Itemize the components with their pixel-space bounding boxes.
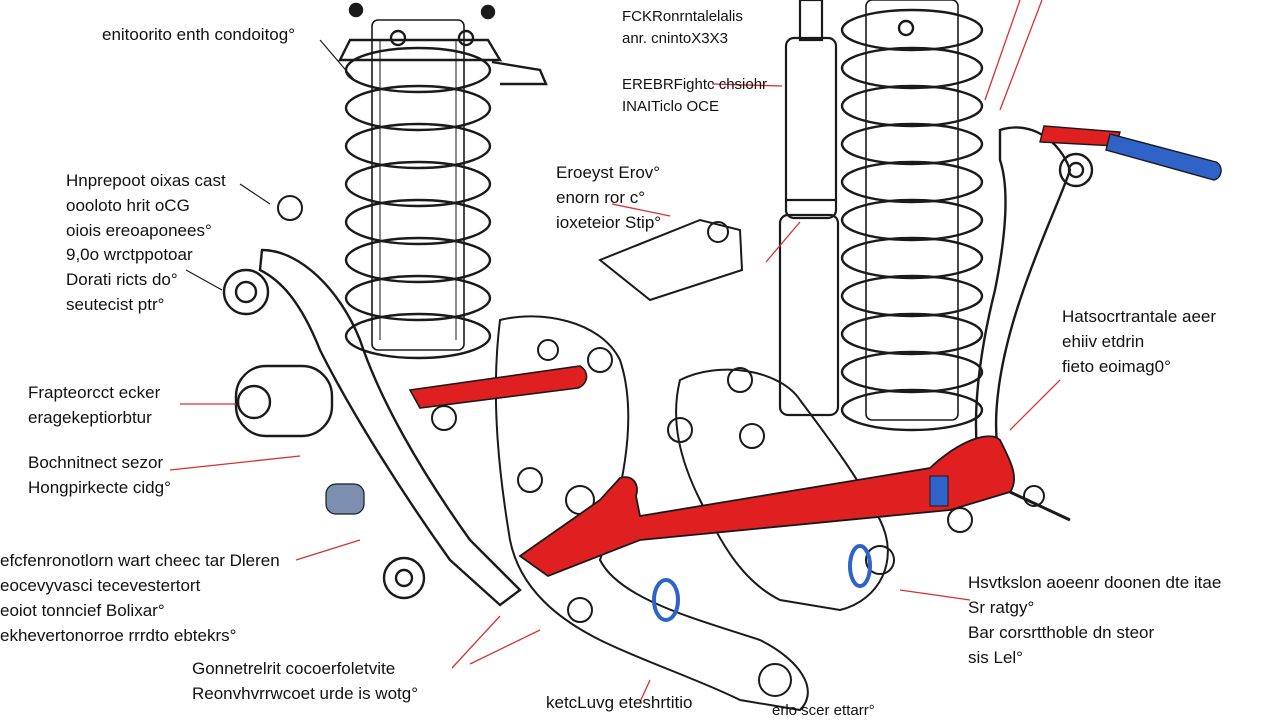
right-control-arm [974,126,1094,472]
label-line: INAITiclo OCE [622,98,719,115]
label-line: eoiot tonncief Bolixar° [0,601,165,620]
label-line: Dorati ricts do° [66,270,178,289]
label-line: anr. cnintoX3X3 [622,30,728,47]
black-leader-lines [185,39,357,291]
label-line: FCKRonrntalelalis [622,8,743,25]
label-bottom-mid-b: erlo scer ettarr° [772,700,875,722]
label-line: Hnprepoot oixas cast [66,171,226,190]
label-bottom-center: Gonnetrelrit cocoerfoletvite Reonvhvrrwc… [192,656,418,706]
label-line: ioxeteior Stip° [556,213,662,232]
label-line: 9,0o wrctppotoar [66,245,193,264]
label-top-center-b: EREBRFightc chsiohr INAITiclo OCE [622,74,767,118]
left-control-arm [222,248,522,607]
red-upper-link [408,365,588,409]
label-line: Bochnitnect sezor [28,453,164,472]
label-bottom-mid: ketcLuvg eteshrtitio [546,690,692,715]
leader-lines [169,0,1061,703]
knuckle-housing [277,195,973,712]
label-left-bottom: efcfenronotlorn wart cheec tar Dleren eo… [0,548,280,648]
label-line: fieto eoimag0° [1062,357,1171,376]
label-left-low-a: Frapteorcct ecker eragekeptiorbtur [28,380,160,430]
label-center-mid: Eroeyst Erov° enorn ror c° ioxeteior Sti… [556,160,661,235]
label-line: ekhevertonorroe rrrdto ebtekrs° [0,626,237,645]
label-line: enitoorito enth condoitog° [102,25,295,44]
label-line: ehiiv etdrin [1062,332,1145,351]
label-left-mid: 9,0o wrctppotoar Dorati ricts do° seutec… [66,242,193,317]
label-line: Hatsocrtrantale aeer [1062,307,1217,326]
label-line: Gonnetrelrit cocoerfoletvite [192,659,396,678]
label-line: sis Lel° [968,648,1023,667]
label-line: enorn ror c° [556,188,646,207]
label-top-left: enitoorito enth condoitog° [102,22,295,47]
right-coil-spring [840,0,984,432]
label-line: Eroeyst Erov° [556,163,661,182]
label-line: Hsvtkslon aoeenr doonen dte itae [968,573,1222,592]
label-line: EREBRFightc chsiohr [622,76,768,93]
label-left-low-b: Bochnitnect sezor Hongpirkecte cidg° [28,450,171,500]
label-top-center: FCKRonrntalelalis anr. cnintoX3X3 [622,6,743,50]
label-line: ketcLuvg eteshrtitio [546,693,693,712]
label-line: efcfenronotlorn wart cheec tar Dleren [0,551,280,570]
label-line: oiois ereoaponees° [66,221,212,240]
label-right-low: Hsvtkslon aoeenr doonen dte itae Sr ratg… [968,570,1221,670]
label-line: erlo scer ettarr° [772,702,875,719]
red-blue-top-bar [1039,125,1222,181]
label-line: eocevyvasci tecevestertort [0,576,201,595]
label-line: Hongpirkecte cidg° [28,478,171,497]
label-line: Frapteorcct ecker [28,383,161,402]
label-line: oooloto hrit oCG [66,196,190,215]
label-line: Reonvhvrrwcoet urde is wotg° [192,684,419,703]
shock-absorber [778,0,840,417]
label-line: eragekeptiorbtur [28,408,152,427]
blue-bushings [325,483,872,622]
label-line: Bar corsrtthoble dn steor [968,623,1155,642]
label-line: seutecist ptr° [66,295,165,314]
label-line: Sr ratgy° [968,598,1035,617]
left-coil-spring [338,2,548,360]
label-right-mid: Hatsocrtrantale aeer ehiiv etdrin fieto … [1062,304,1216,379]
red-lower-arm [518,435,1071,578]
label-left-upper: Hnprepoot oixas cast oooloto hrit oCG oi… [66,168,226,243]
